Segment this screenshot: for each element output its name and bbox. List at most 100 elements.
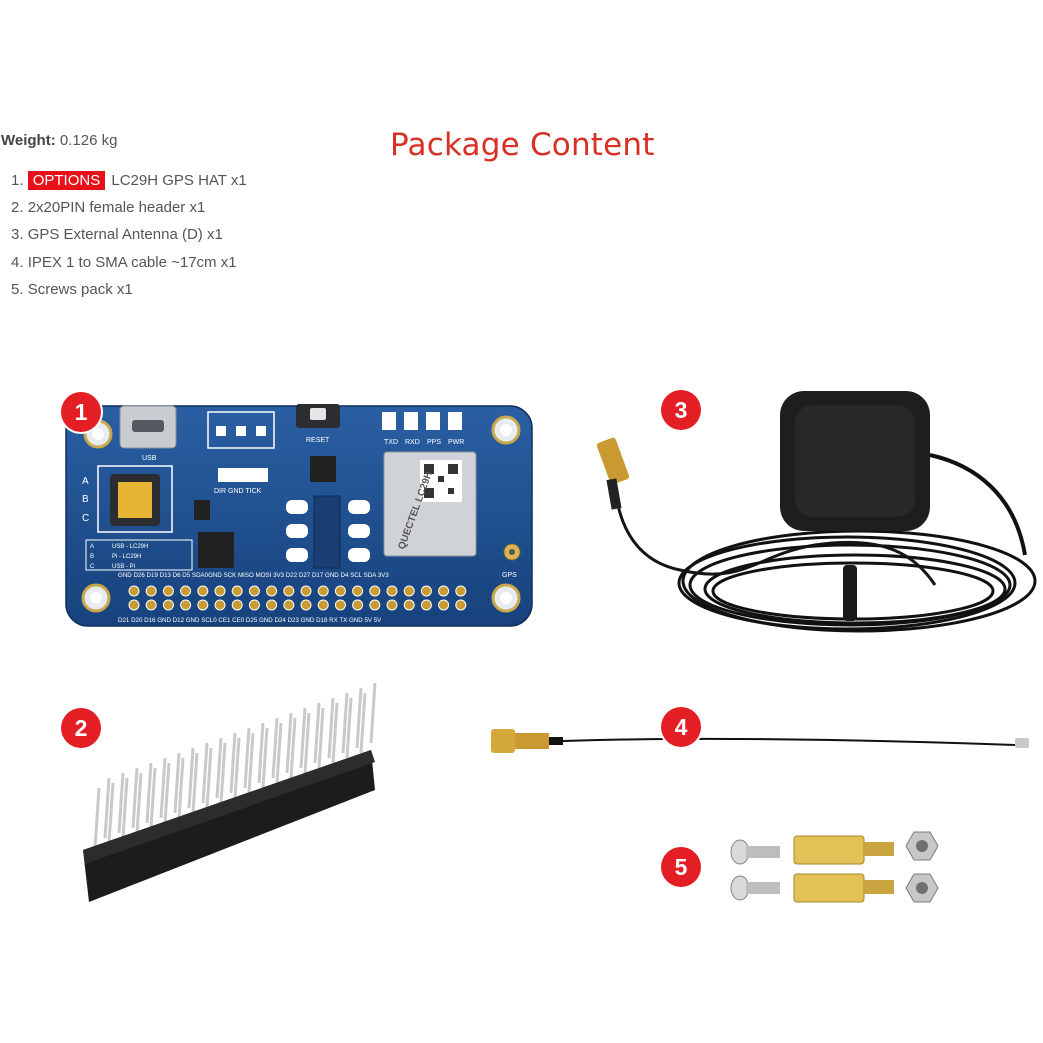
header-pin xyxy=(173,752,181,814)
header-hole xyxy=(231,585,243,597)
header-pin xyxy=(219,742,227,804)
mode-a-key: A xyxy=(90,544,94,550)
item-text: 2x20PIN female header x1 xyxy=(27,199,206,217)
gps-antenna-image xyxy=(596,391,1037,633)
header-pin xyxy=(341,692,349,754)
item-2-badge: 2 xyxy=(61,708,101,748)
header-pin xyxy=(149,767,157,829)
item-number: 5. xyxy=(11,280,24,298)
header-pin xyxy=(205,747,213,809)
usb-label: USB xyxy=(142,455,157,462)
header-hole xyxy=(128,599,140,611)
mode-c-key: C xyxy=(90,564,95,570)
pin-header-image xyxy=(83,682,377,902)
mode-b-value: Pi - LC29H xyxy=(112,554,141,560)
item-3-badge: 3 xyxy=(661,390,701,430)
header-pin xyxy=(243,727,251,789)
header-pin xyxy=(187,747,195,809)
header-hole xyxy=(300,585,312,597)
header-hole xyxy=(162,599,174,611)
header-hole xyxy=(455,599,467,611)
header-hole xyxy=(334,599,346,611)
item-number: 2. xyxy=(11,199,24,217)
header-hole xyxy=(438,585,450,597)
header-pin xyxy=(313,702,321,764)
item-text: LC29H GPS HAT x1 xyxy=(111,172,247,189)
bottom-pin-labels: D21 D20 D16 GND D12 GND SCL0 CE1 CE0 D25… xyxy=(118,617,382,624)
list-item: 1. OPTIONS LC29H GPS HAT x1 xyxy=(11,170,247,197)
header-pin xyxy=(355,687,363,749)
header-hole xyxy=(248,585,260,597)
header-hole xyxy=(248,599,260,611)
header-hole xyxy=(283,585,295,597)
page-title: Package Content xyxy=(390,127,655,163)
header-pin xyxy=(163,762,171,824)
header-pin xyxy=(107,782,115,844)
mode-b-key: B xyxy=(90,554,94,560)
header-hole xyxy=(386,585,398,597)
header-pin xyxy=(233,737,241,799)
item-text: IPEX 1 to SMA cable ~17cm x1 xyxy=(27,253,237,271)
item-text: GPS External Antenna (D) x1 xyxy=(27,226,223,244)
led-rxd-label: RXD xyxy=(405,439,420,446)
header-hole xyxy=(283,599,295,611)
header-pin xyxy=(275,722,283,784)
header-pin xyxy=(317,707,325,769)
header-pin xyxy=(103,777,111,839)
switch-row-b: B xyxy=(82,494,89,505)
header-hole xyxy=(386,599,398,611)
weight-line: Weight: 0.126 kg xyxy=(1,132,117,149)
header-hole xyxy=(300,599,312,611)
header-hole xyxy=(352,585,364,597)
header-pin xyxy=(93,787,101,849)
header-pin xyxy=(215,737,223,799)
list-item: 4. IPEX 1 to SMA cable ~17cm x1 xyxy=(11,252,247,279)
header-hole xyxy=(197,585,209,597)
top-pin-labels: GND D26 D19 D13 D6 D5 SDA0GND SCK MISO M… xyxy=(118,572,389,579)
header-hole xyxy=(334,585,346,597)
header-hole xyxy=(266,599,278,611)
header-hole xyxy=(180,599,192,611)
gps-hat-board-image: USB DIR GND TICK RESET TXD RXD PPS PWR A… xyxy=(65,404,533,627)
header-hole xyxy=(162,585,174,597)
package-list: 1. OPTIONS LC29H GPS HAT x1 2. 2x20PIN f… xyxy=(11,170,247,306)
mode-a-value: USB - LC29H xyxy=(112,544,148,550)
header-hole xyxy=(145,585,157,597)
header-hole xyxy=(420,599,432,611)
header-pin xyxy=(135,772,143,834)
header-pin xyxy=(201,742,209,804)
header-hole xyxy=(197,599,209,611)
header-pin xyxy=(177,757,185,819)
header-pin xyxy=(247,732,255,794)
header-pin xyxy=(271,717,279,779)
ipex-cable-image xyxy=(491,729,1029,753)
header-pin xyxy=(261,727,269,789)
header-hole xyxy=(231,599,243,611)
switch-row-a: A xyxy=(82,476,89,487)
dir-gnd-tick-label: DIR GND TICK xyxy=(214,488,262,495)
header-pin xyxy=(369,682,377,744)
header-hole xyxy=(180,585,192,597)
mode-c-value: USB - Pi xyxy=(112,564,135,570)
header-pin xyxy=(229,732,237,794)
header-pin xyxy=(145,762,153,824)
header-pin xyxy=(289,717,297,779)
header-pin xyxy=(121,777,129,839)
weight-value: 0.126 kg xyxy=(59,132,118,149)
header-pin xyxy=(345,697,353,759)
header-pin xyxy=(159,757,167,819)
led-pps-label: PPS xyxy=(427,439,441,446)
list-item: 2. 2x20PIN female header x1 xyxy=(11,197,247,224)
item-5-badge: 5 xyxy=(661,847,701,887)
item-1-badge: 1 xyxy=(61,392,101,432)
header-hole xyxy=(214,599,226,611)
header-hole xyxy=(369,599,381,611)
led-pwr-label: PWR xyxy=(448,439,464,446)
header-pin xyxy=(191,752,199,814)
header-hole xyxy=(128,585,140,597)
list-item: 3. GPS External Antenna (D) x1 xyxy=(11,224,247,251)
header-pin xyxy=(303,712,311,774)
item-number: 1. xyxy=(11,172,24,189)
header-hole xyxy=(438,599,450,611)
header-pin xyxy=(331,702,339,764)
